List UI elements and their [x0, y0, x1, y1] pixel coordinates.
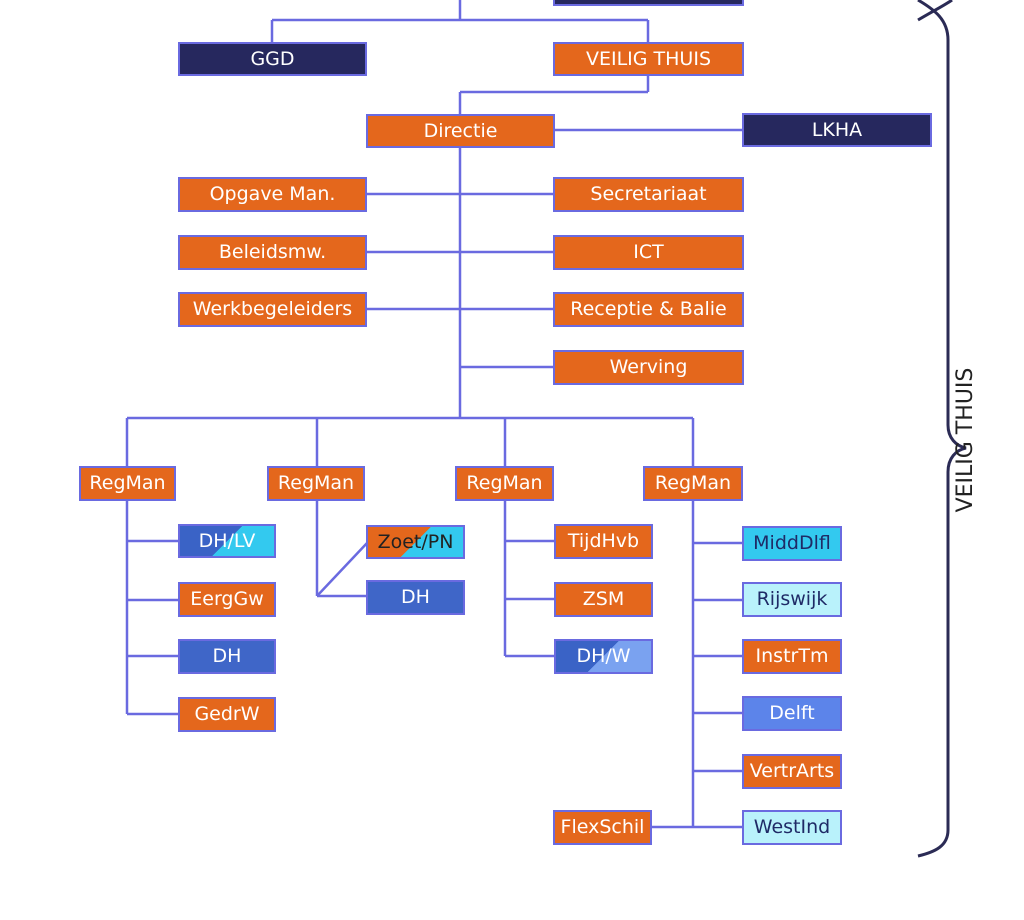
node-flexschil: FlexSchil	[553, 810, 652, 845]
node-ict: ICT	[553, 235, 744, 270]
node-dh-w: DH/W	[554, 639, 653, 674]
node-westind: WestInd	[742, 810, 842, 845]
node-regman-3: RegMan	[455, 466, 554, 501]
curly-bracket	[917, 0, 967, 858]
node-rijswijk: Rijswijk	[742, 582, 842, 617]
node-ggd: GGD	[178, 42, 367, 76]
node-instrtm: InstrTm	[742, 639, 842, 674]
node-lkha: LKHA	[742, 113, 932, 147]
node-eerggw: EergGw	[178, 582, 276, 617]
node-beleidsmw: Beleidsmw.	[178, 235, 367, 270]
node-veilig-thuis: VEILIG THUIS	[553, 42, 744, 76]
node-receptie-balie: Receptie & Balie	[553, 292, 744, 327]
node-opgave-man: Opgave Man.	[178, 177, 367, 212]
node-dh-2: DH	[366, 580, 465, 615]
node-tijdhvb: TijdHvb	[554, 524, 653, 559]
top-node-partial	[553, 0, 744, 6]
node-directie: Directie	[366, 114, 555, 148]
node-secretariaat: Secretariaat	[553, 177, 744, 212]
node-delft: Delft	[742, 696, 842, 731]
node-werving: Werving	[553, 350, 744, 385]
node-zsm: ZSM	[554, 582, 653, 617]
node-gedrw: GedrW	[178, 697, 276, 732]
node-midddlfl: MiddDlfl	[742, 526, 842, 561]
node-regman-1: RegMan	[79, 466, 176, 501]
node-dh-1: DH	[178, 639, 276, 674]
node-werkbegeleiders: Werkbegeleiders	[178, 292, 367, 327]
node-zoet-pn: Zoet/PN	[366, 525, 465, 559]
node-regman-2: RegMan	[267, 466, 365, 501]
node-regman-4: RegMan	[643, 466, 743, 501]
node-vertrarts: VertrArts	[742, 754, 842, 789]
node-dh-lv: DH/LV	[178, 524, 276, 558]
side-label: VEILIG THUIS	[952, 367, 978, 513]
